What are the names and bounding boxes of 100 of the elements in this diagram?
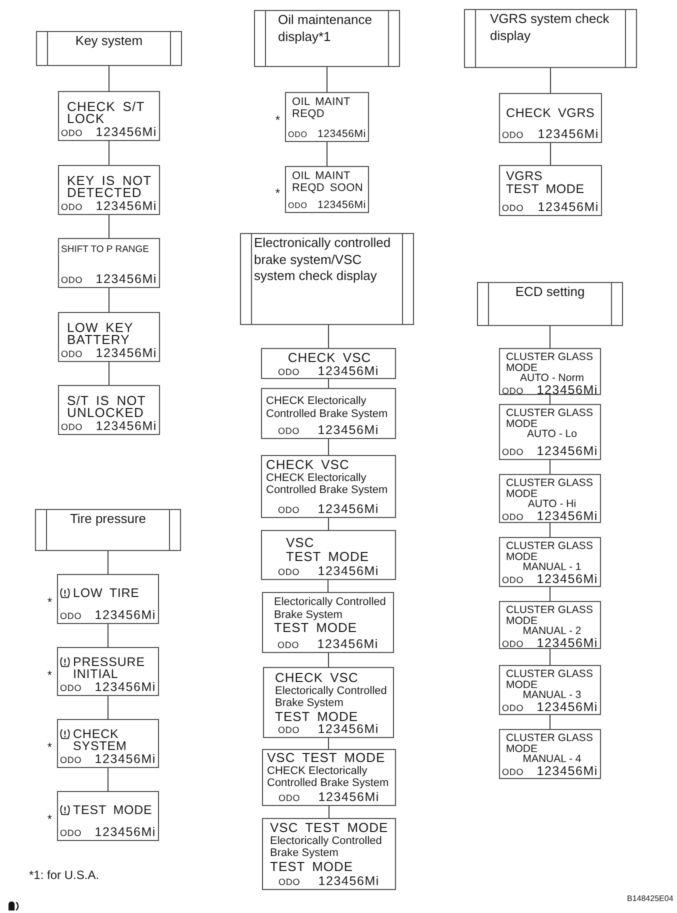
display-screen-box [262,749,396,806]
section-header-box [35,509,181,551]
odometer-label: ODO [278,505,300,516]
connector-line [108,288,110,312]
odometer-reading: 123456Mi [538,201,599,213]
odometer-reading: 123456Mi [94,609,156,621]
odometer-label: ODO [60,828,82,839]
display-message: CLUSTER GLASS MODE [506,605,594,626]
display-screen-box [261,530,396,580]
display-message: MANUAL - 2 [522,626,582,636]
odometer-reading: 123456Mi [318,565,379,577]
note-asterisk: * [47,668,52,680]
display-message: TEST MODE [270,860,354,873]
display-message: TEST MODE [275,710,358,723]
odometer-label: ODO [278,567,300,578]
display-message: VGRS [506,170,543,182]
odometer-reading: 123456Mi [318,424,379,436]
figure-number: B148425E04 [627,894,674,904]
footnote-text: *1: for U.S.A. [29,869,100,883]
display-message: MANUAL - 4 [522,754,582,764]
odometer-reading: 123456Mi [94,681,156,693]
display-message: TEST MODE [274,621,358,634]
header-title: VGRS system check display [490,11,610,44]
odometer-reading: 123456Mi [317,638,378,650]
odometer-label: ODO [502,574,524,586]
display-screen-box [261,388,396,439]
section-header-box [254,10,400,67]
connector-line [326,66,328,92]
odometer-label: ODO [278,426,300,437]
display-screen-box [262,592,394,653]
display-message: LOW KEY BATTERY [67,322,134,346]
connector-line [108,214,110,238]
display-message: LOW TIRE [73,587,140,599]
display-message: KEY IS NOT DETECTED [67,175,152,199]
connector-line [550,68,551,94]
odometer-label: ODO [502,638,524,650]
display-screen-box [499,665,601,715]
section-header-box [477,282,623,326]
display-screen-box [261,455,396,518]
display-message: CHECK Electorically Controlled Brake System [267,764,390,790]
display-screen-box [263,667,394,738]
display-message: CHECK VSC [288,351,372,364]
odometer-reading: 123456Mi [318,875,380,887]
display-message: CHECK SYSTEM [73,728,128,752]
display-message: TEST MODE [73,804,152,816]
connector-line [108,66,110,92]
odometer-label: ODO [288,129,308,140]
odometer-label: ODO [61,275,83,286]
display-message: CHECK Electorically Controlled Brake System [266,472,389,496]
display-message: TEST MODE [506,182,584,195]
display-message: PRESSURE INITIAL [73,656,146,680]
display-screen-box [499,474,601,523]
display-message: AUTO - Hi [528,499,576,510]
display-message: SHIFT TO P RANGE [61,244,149,255]
odometer-reading: 123456Mi [318,503,379,515]
connector-line [328,652,329,668]
odometer-reading: 123456Mi [538,128,599,140]
odometer-label: ODO [60,611,82,622]
odometer-reading: 123456Mi [94,753,156,765]
display-message: CHECK VSC [266,458,350,472]
section-header-box [240,233,414,325]
note-asterisk: * [47,740,52,752]
odometer-label: ODO [61,422,83,433]
odometer-label: ODO [502,512,524,522]
odometer-reading: 123456Mi [96,126,157,138]
display-message: CHECK VGRS [506,107,595,120]
odometer-reading: 123456Mi [96,420,157,432]
display-message: AUTO - Norm [520,373,584,384]
connector-line [328,324,329,348]
display-screen-box [499,93,602,143]
odometer-reading: 123456Mi [536,384,598,396]
odometer-reading: 123456Mi [318,791,380,803]
note-asterisk: * [275,186,280,198]
odometer-label: ODO [278,877,300,888]
connector-line [326,142,328,166]
display-message: Electorically Controlled Brake System [275,684,388,710]
display-screen-box [58,238,160,288]
connector-line [108,140,110,166]
connector-line [550,142,551,166]
display-message: VSC [286,536,314,550]
odometer-label: ODO [502,386,524,396]
connector-line [328,518,329,530]
odometer-label: ODO [502,766,524,778]
display-screen-box [58,165,160,215]
odometer-label: ODO [278,793,300,804]
connector-line [328,738,329,750]
header-title: Oil maintenance display*1 [278,12,373,45]
display-message: CLUSTER GLASS MODE [506,733,594,754]
display-screen-box [499,165,602,216]
odometer-label: ODO [502,203,524,214]
note-asterisk: * [47,813,52,825]
display-message: VSC TEST MODE [270,821,388,834]
display-message: MANUAL - 3 [522,690,582,700]
odometer-reading: 123456Mi [317,199,366,211]
odometer-reading: 123456Mi [536,636,598,648]
odometer-label: ODO [60,683,82,694]
connector-line [328,806,330,818]
connector-line [328,378,329,388]
display-screen-box [58,91,160,141]
display-message: VSC TEST MODE [267,751,386,764]
